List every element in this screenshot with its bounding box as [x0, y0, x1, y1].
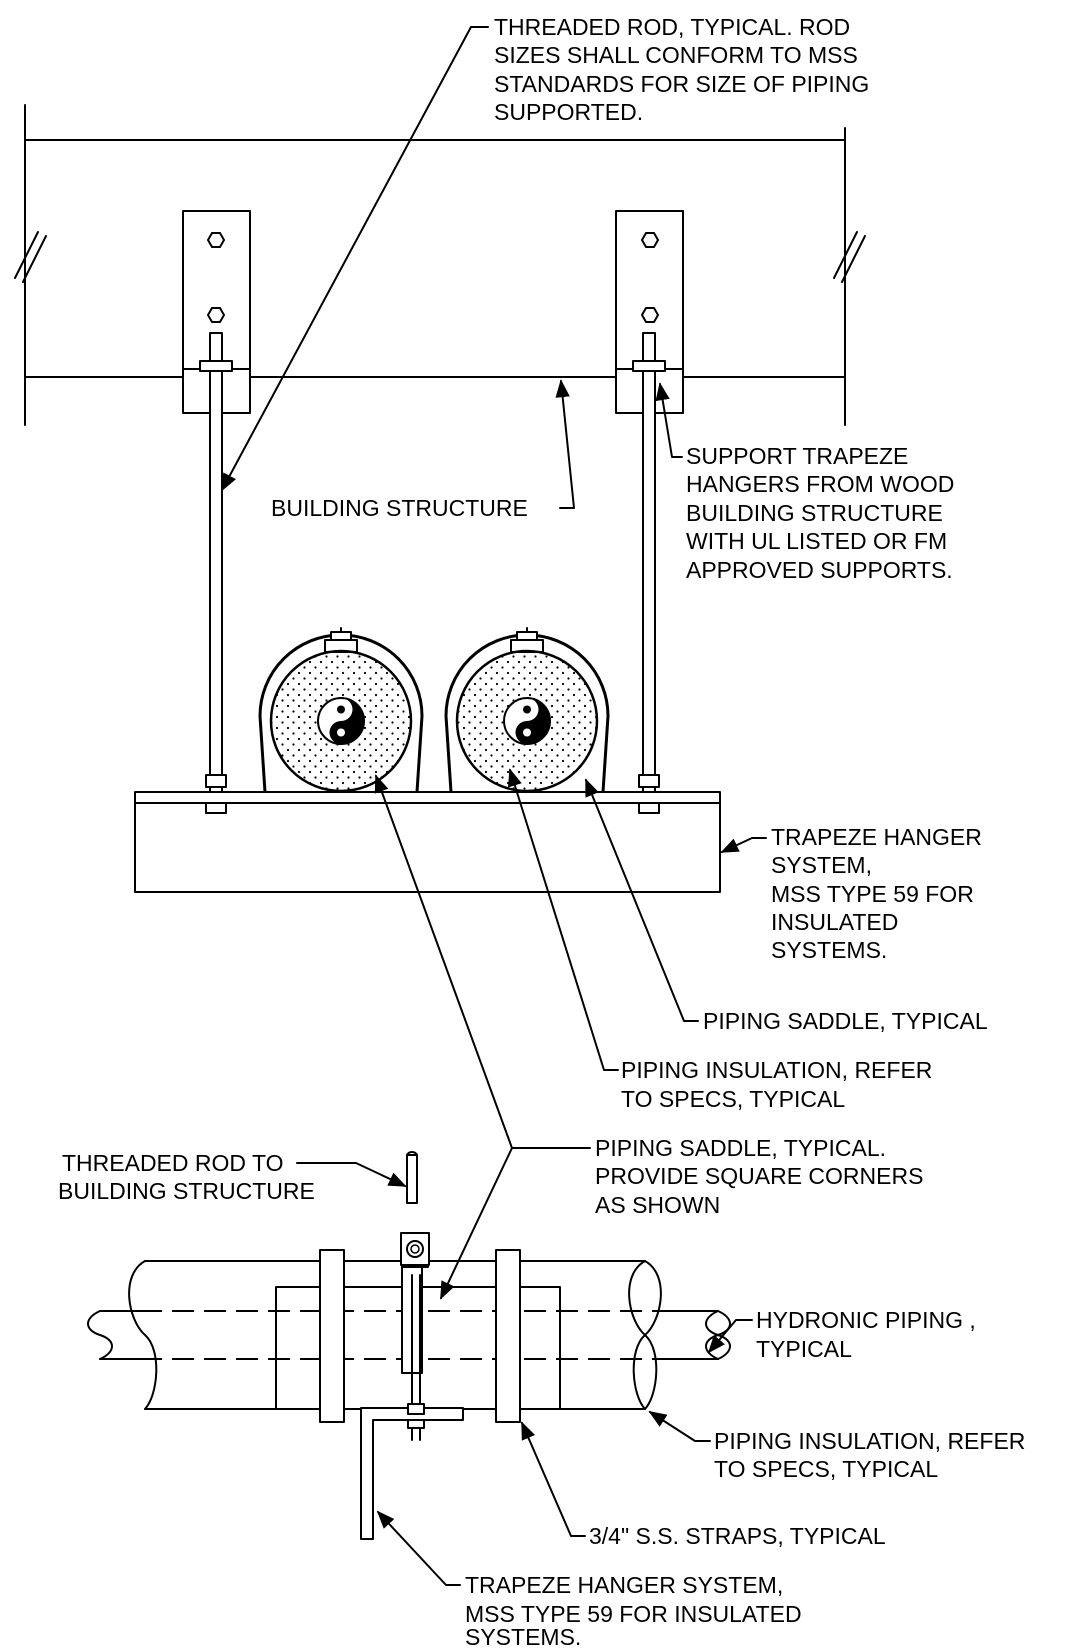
- note-piping-insulation-bottom: PIPING INSULATION, REFER TO SPECS, TYPIC…: [714, 1428, 1025, 1482]
- note-line: STANDARDS FOR SIZE OF PIPING: [494, 71, 869, 97]
- note-line: INSULATED: [771, 909, 898, 935]
- note-line: APPROVED SUPPORTS.: [686, 557, 953, 583]
- note-line: THREADED ROD, TYPICAL. ROD: [494, 14, 850, 40]
- note-line: PIPING INSULATION, REFER: [621, 1057, 932, 1083]
- note-building-structure: BUILDING STRUCTURE: [271, 495, 528, 521]
- note-straps: 3/4" S.S. STRAPS, TYPICAL: [589, 1523, 886, 1549]
- building-structure-beam: [14, 104, 866, 426]
- note-threaded-rod: THREADED ROD, TYPICAL. ROD SIZES SHALL C…: [494, 14, 869, 125]
- note-piping-insulation-top: PIPING INSULATION, REFER TO SPECS, TYPIC…: [621, 1057, 932, 1112]
- note-line: SUPPORTED.: [494, 99, 643, 125]
- note-line: HYDRONIC PIPING ,: [756, 1307, 976, 1333]
- note-line: SUPPORT TRAPEZE: [686, 443, 908, 469]
- pipe-saddle-left: [258, 627, 424, 793]
- note-line: SYSTEMS.: [771, 937, 887, 963]
- note-line: TYPICAL: [756, 1336, 852, 1362]
- note-piping-saddle-top: PIPING SADDLE, TYPICAL: [703, 1008, 988, 1034]
- note-line: THREADED ROD TO: [62, 1150, 284, 1176]
- note-line: SYSTEMS.: [465, 1624, 581, 1649]
- trapeze-channel: [134, 774, 721, 893]
- note-line: WITH UL LISTED OR FM: [686, 528, 947, 554]
- note-line: TRAPEZE HANGER SYSTEM,: [465, 1572, 783, 1598]
- note-support-trapeze: SUPPORT TRAPEZE HANGERS FROM WOOD BUILDI…: [686, 443, 954, 583]
- note-line: TO SPECS, TYPICAL: [714, 1456, 938, 1482]
- threaded-rods: [209, 370, 656, 810]
- note-line: HANGERS FROM WOOD: [686, 471, 954, 497]
- note-piping-saddle-square-corners: PIPING SADDLE, TYPICAL. PROVIDE SQUARE C…: [595, 1135, 923, 1218]
- note-line: PIPING INSULATION, REFER: [714, 1428, 1025, 1454]
- leader-lines: [221, 26, 767, 1586]
- note-line: TO SPECS, TYPICAL: [621, 1086, 845, 1112]
- note-line: SYSTEM,: [771, 852, 872, 878]
- note-line: AS SHOWN: [595, 1192, 720, 1218]
- note-threaded-rod-to-structure: THREADED ROD TO BUILDING STRUCTURE: [58, 1150, 315, 1204]
- pipe-saddle-right: [444, 627, 610, 793]
- note-line: BUILDING STRUCTURE: [686, 500, 943, 526]
- note-hydronic-piping: HYDRONIC PIPING , TYPICAL: [756, 1307, 976, 1362]
- note-line: SIZES SHALL CONFORM TO MSS: [494, 42, 858, 68]
- note-line: PROVIDE SQUARE CORNERS: [595, 1163, 923, 1189]
- note-trapeze-hanger-system: TRAPEZE HANGER SYSTEM, MSS TYPE 59 FOR I…: [771, 824, 982, 963]
- note-line: PIPING SADDLE, TYPICAL: [703, 1008, 988, 1034]
- note-line: 3/4" S.S. STRAPS, TYPICAL: [589, 1523, 886, 1549]
- note-line: TRAPEZE HANGER: [771, 824, 982, 850]
- note-line: PIPING SADDLE, TYPICAL.: [595, 1135, 886, 1161]
- note-line: MSS TYPE 59 FOR INSULATED: [465, 1601, 802, 1627]
- note-trapeze-hanger-system-bottom: TRAPEZE HANGER SYSTEM, MSS TYPE 59 FOR I…: [465, 1572, 802, 1649]
- note-line: MSS TYPE 59 FOR: [771, 881, 974, 907]
- note-line: BUILDING STRUCTURE: [271, 495, 528, 521]
- note-line: BUILDING STRUCTURE: [58, 1178, 315, 1204]
